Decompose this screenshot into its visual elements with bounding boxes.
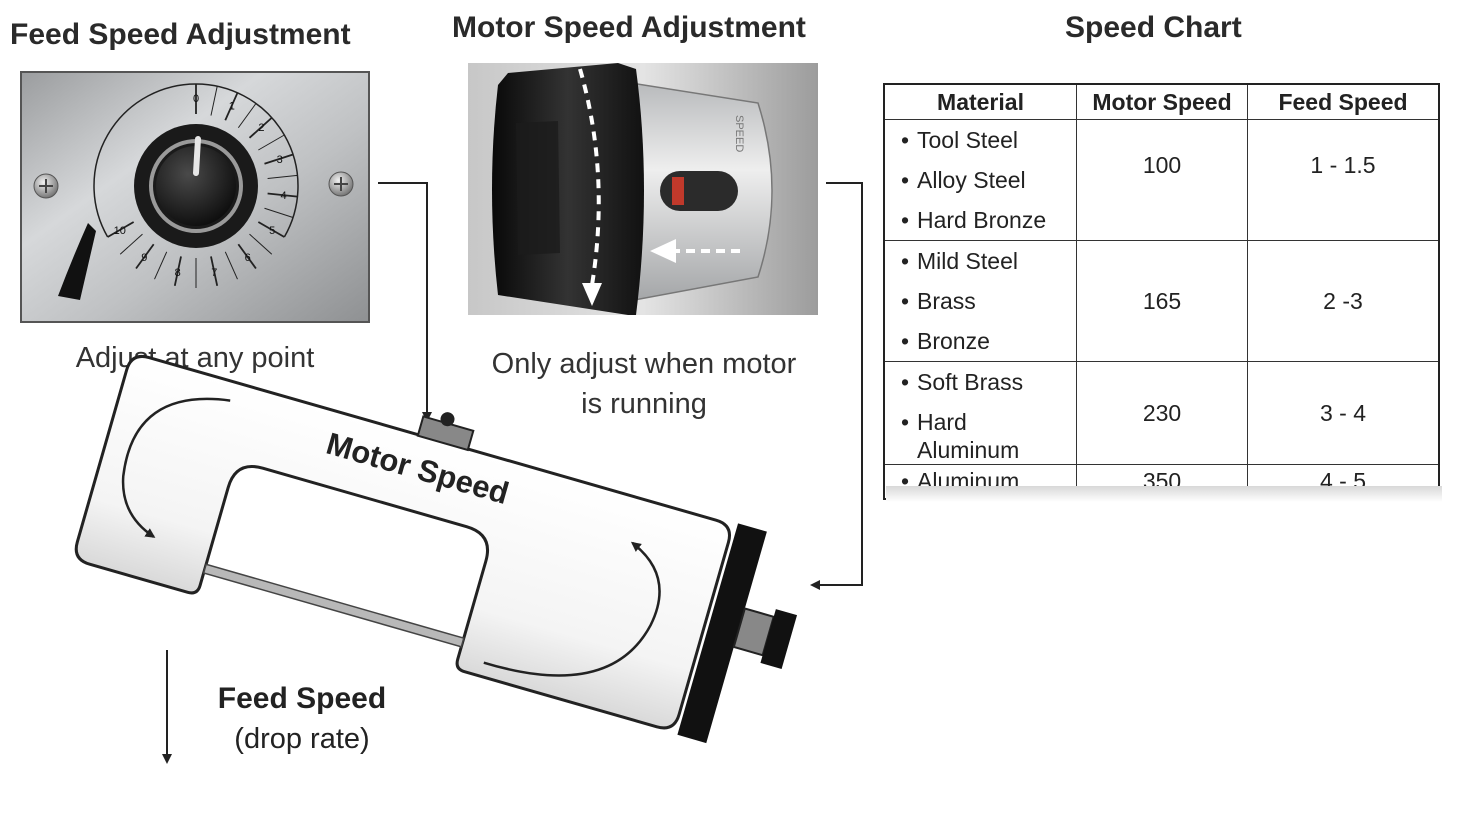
- rotation-arrow-right-icon: [483, 541, 661, 677]
- feed-connector-arrow: [378, 182, 432, 422]
- motor-block: [677, 523, 767, 744]
- dial-number: 1: [229, 101, 235, 113]
- dial-tick: [267, 192, 298, 198]
- motor-knob-photo: SPEED: [468, 63, 818, 315]
- screw-right-icon: [328, 171, 354, 197]
- material-cell: Tool Steel Alloy Steel Hard Bronze: [883, 119, 1077, 241]
- saw-blade: [202, 563, 465, 648]
- dial-number: 7: [211, 267, 217, 279]
- motor-speed-cell: 230: [1076, 361, 1248, 465]
- material-item: Soft Brass: [901, 362, 1076, 402]
- dial-tick: [264, 207, 294, 218]
- feed-speed-sublabel: (drop rate): [234, 723, 369, 755]
- dial-tick: [154, 251, 168, 280]
- band-saw-body: Motor Speed: [74, 354, 798, 744]
- motor-caption-line1: Only adjust when motor: [491, 348, 797, 380]
- motor-caption-line2: is running: [581, 388, 707, 420]
- dial-number: 8: [175, 267, 181, 279]
- wedge-indicator-icon: [58, 223, 96, 300]
- material-item: Brass: [901, 281, 1076, 321]
- feed-caption: Adjust at any point: [75, 342, 315, 374]
- knob-pointer: [193, 136, 201, 176]
- dial-number: 0: [193, 93, 199, 105]
- feed-knob[interactable]: [156, 146, 236, 226]
- dial-tick: [237, 243, 257, 270]
- motor-speed-title: Motor Speed Adjustment: [452, 11, 806, 44]
- dial-tick: [210, 86, 218, 116]
- feed-dial-photo: 0 1 2 3 4 5 6 7 8 9 10: [20, 71, 370, 323]
- motor-speed-cell: 100: [1076, 119, 1248, 241]
- dial-number: 5: [269, 225, 275, 237]
- header-material: Material: [883, 83, 1077, 120]
- material-cell: Mild Steel Brass Bronze: [883, 240, 1077, 362]
- dial-number: 4: [280, 190, 286, 202]
- table-header-row: Material Motor Speed Feed Speed: [883, 83, 1440, 120]
- header-feed-speed: Feed Speed: [1247, 83, 1440, 120]
- table-row: Soft Brass Hard Aluminum 230 3 - 4: [883, 361, 1440, 465]
- dial-number: 2: [258, 122, 264, 134]
- feed-speed-cell: 2 -3: [1247, 240, 1440, 362]
- knob-speed-text: SPEED: [733, 115, 745, 152]
- dial-number: 3: [277, 154, 283, 166]
- dial-tick: [257, 221, 285, 238]
- dial-number: 6: [245, 252, 251, 264]
- speed-chart-title: Speed Chart: [1065, 11, 1242, 44]
- motor-caption: Only adjust when motor is running: [458, 344, 830, 424]
- rotation-arrow-left-icon: [121, 397, 231, 538]
- feed-speed-cell: 1 - 1.5: [1247, 119, 1440, 241]
- dial-tick: [173, 256, 182, 286]
- dial-tick: [249, 233, 273, 255]
- dial-scale: 0 1 2 3 4 5 6 7 8 9 10: [93, 83, 299, 288]
- dial-number: 9: [141, 252, 147, 264]
- dial-tick: [237, 103, 257, 129]
- dial-tick: [264, 153, 294, 165]
- material-item: Alloy Steel: [901, 160, 1076, 200]
- pointer-guide-icon: [650, 239, 676, 263]
- dial-tick: [248, 117, 273, 139]
- table-row: Tool Steel Alloy Steel Hard Bronze 100 1…: [883, 119, 1440, 241]
- material-item: Mild Steel: [901, 241, 1076, 281]
- material-item: Tool Steel: [901, 120, 1076, 160]
- motor-speed-cell: 165: [1076, 240, 1248, 362]
- dial-tick: [107, 221, 135, 238]
- screw-left-icon: [33, 173, 59, 199]
- feed-speed-label: Feed Speed: [218, 682, 386, 715]
- dial-tick: [135, 243, 155, 270]
- feed-speed-title: Feed Speed Adjustment: [10, 18, 351, 51]
- table-row: Mild Steel Brass Bronze 165 2 -3: [883, 240, 1440, 362]
- dial-tick: [224, 92, 239, 121]
- motor-connector-arrow: [810, 182, 863, 590]
- dial-tick: [258, 134, 285, 151]
- material-item: Hard Aluminum: [901, 402, 1027, 464]
- material-item: Hard Bronze: [901, 200, 1076, 240]
- material-item: Bronze: [901, 321, 1076, 361]
- dial-tick: [224, 251, 238, 280]
- dial-tick: [267, 174, 298, 179]
- table-shadow: [886, 486, 1442, 502]
- speed-chart-table: Material Motor Speed Feed Speed Tool Ste…: [883, 83, 1440, 500]
- material-cell: Soft Brass Hard Aluminum: [883, 361, 1077, 465]
- dial-tick: [210, 256, 219, 286]
- dial-number: 10: [114, 225, 126, 237]
- header-motor-speed: Motor Speed: [1076, 83, 1248, 120]
- dial-tick: [119, 233, 143, 255]
